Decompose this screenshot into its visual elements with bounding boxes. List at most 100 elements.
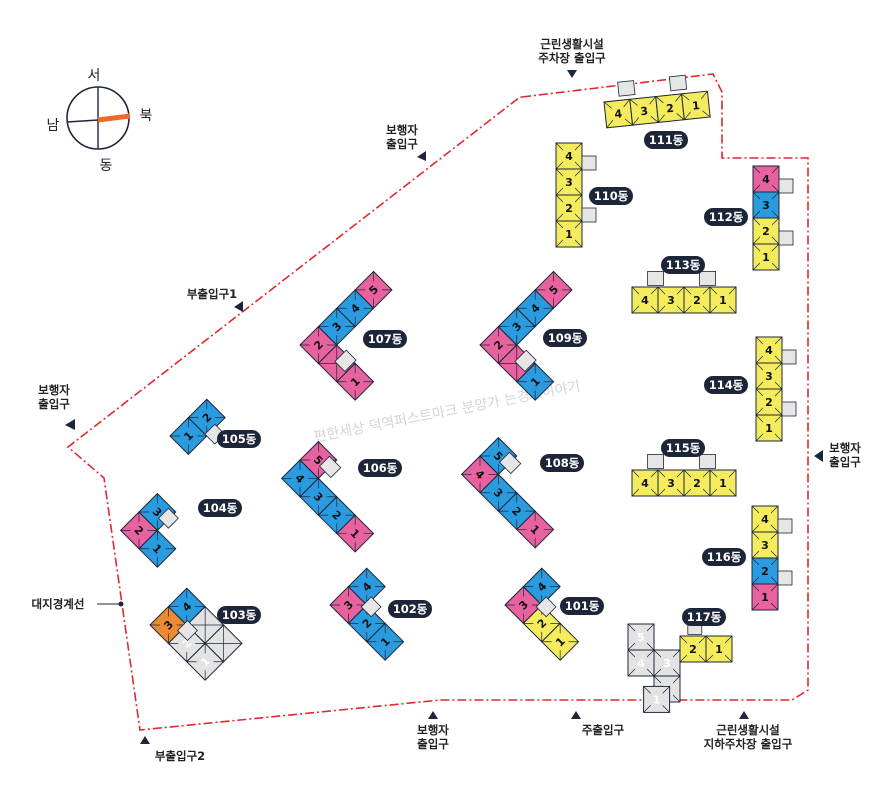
unit-cell: 1 [516, 362, 555, 401]
building-label-113: 113동 [661, 256, 705, 274]
unit-line-number: 4 [641, 477, 649, 490]
core-annex [777, 570, 793, 586]
unit-cell: 3 [657, 286, 685, 314]
building-label-text: 112동 [709, 210, 744, 224]
core-annex [781, 349, 797, 365]
unit-line-number: 4 [761, 513, 769, 526]
unit-line-number: 1 [719, 477, 727, 490]
core-annex [535, 596, 557, 618]
building-label-text: 104동 [203, 501, 238, 515]
gate-ped-right-line2: 출입구 [829, 455, 861, 469]
unit-line-number: 2 [689, 643, 697, 656]
unit-cell: 4 [347, 567, 386, 606]
building-label-text: 108동 [545, 456, 580, 470]
unit-line-number: 4 [765, 344, 773, 357]
unit-cell: 2 [555, 194, 583, 222]
unit-line-number: 1 [691, 99, 700, 113]
unit-line-number: 1 [762, 251, 770, 264]
building-label-text: 109동 [548, 331, 583, 345]
core-annex [777, 518, 793, 534]
unit-line-number: 1 [719, 294, 727, 307]
unit-line-number: 5 [637, 631, 645, 644]
unit-cell: 5 [534, 270, 573, 309]
core-annex [617, 80, 636, 97]
unit-cell: 1 [681, 90, 711, 121]
building-label-text: 117동 [687, 610, 722, 624]
unit-line-number: 1 [761, 591, 769, 604]
compass-west: 서 [88, 68, 101, 84]
unit-line-number: 2 [565, 202, 573, 215]
core-annex [668, 74, 688, 92]
unit-cell: 1 [336, 362, 375, 401]
unit-cell: 1 [705, 635, 733, 663]
boundary-label-text: 대지경계선 [32, 597, 85, 611]
unit-line-number: 2 [693, 294, 701, 307]
building-label-text: 105동 [222, 432, 257, 446]
unit-cell: 2 [752, 217, 780, 245]
unit-cell: 1 [366, 622, 405, 661]
building-label-text: 114동 [709, 378, 744, 392]
building-label-text: 107동 [368, 332, 403, 346]
building-label-104: 104동 [198, 499, 242, 517]
unit-cell: 3 [752, 191, 780, 219]
compass-north: 북 [140, 108, 153, 124]
building-label-116: 116동 [702, 548, 746, 566]
building-label-110: 110동 [589, 187, 633, 205]
core-annex [647, 270, 665, 286]
core-annex [581, 155, 597, 171]
unit-line-number: 1 [765, 422, 773, 435]
building-label-102: 102동 [388, 600, 432, 618]
compass-south: 남 [47, 118, 60, 134]
building-label-107: 107동 [363, 330, 407, 348]
unit-cell: 4 [627, 649, 655, 677]
building-label-text: 101동 [565, 599, 600, 613]
unit-cell: 4 [755, 336, 783, 364]
building-112: 43 2 1 [752, 165, 794, 271]
core-annex [514, 349, 537, 373]
gate-ped-bottom-line1: 보행자 [417, 723, 449, 737]
unit-cell: 4 [555, 142, 583, 170]
gate-ped-top-line2: 출입구 [386, 137, 418, 151]
site-boundary [66, 73, 809, 731]
unit-line-number: 3 [667, 294, 675, 307]
building-label-text: 111동 [649, 133, 684, 147]
unit-cell: 1 [336, 514, 375, 553]
unit-cell: 4 [603, 98, 634, 129]
unit-line-number: 1 [565, 228, 573, 241]
unit-cell: 3 [653, 649, 681, 677]
building-label-text: 115동 [666, 441, 701, 455]
gate-ped-left-line2: 출입구 [38, 397, 70, 411]
gate-ped-right-line1: 보행자 [829, 441, 861, 455]
unit-cell: 3 [751, 531, 779, 559]
building-label-text: 102동 [393, 602, 428, 616]
unit-line-number: 3 [765, 370, 773, 383]
unit-cell: 1 [138, 529, 177, 568]
gate-ped-bottom: 보행자 출입구 [417, 711, 449, 751]
unit-cell: 3 [629, 96, 659, 126]
unit-cell: 1 [541, 622, 580, 661]
gate-top-facility-line2: 주차장 출입구 [538, 51, 606, 65]
core-annex [699, 270, 716, 286]
unit-line-number: 3 [663, 657, 671, 670]
unit-line-number: 2 [666, 102, 675, 116]
unit-line-number: 3 [640, 104, 649, 118]
gate-sub2: 부출입구2 [140, 736, 205, 763]
building-label-text: 113동 [666, 258, 701, 272]
unit-cell: 4 [752, 165, 780, 193]
building-label-text: 103동 [222, 608, 257, 622]
unit-cell: 1 [709, 469, 737, 497]
unit-cell: 2 [755, 388, 783, 416]
core-annex [334, 349, 357, 373]
gate-sub2-label: 부출입구2 [155, 749, 205, 763]
unit-line-number: 2 [762, 225, 770, 238]
